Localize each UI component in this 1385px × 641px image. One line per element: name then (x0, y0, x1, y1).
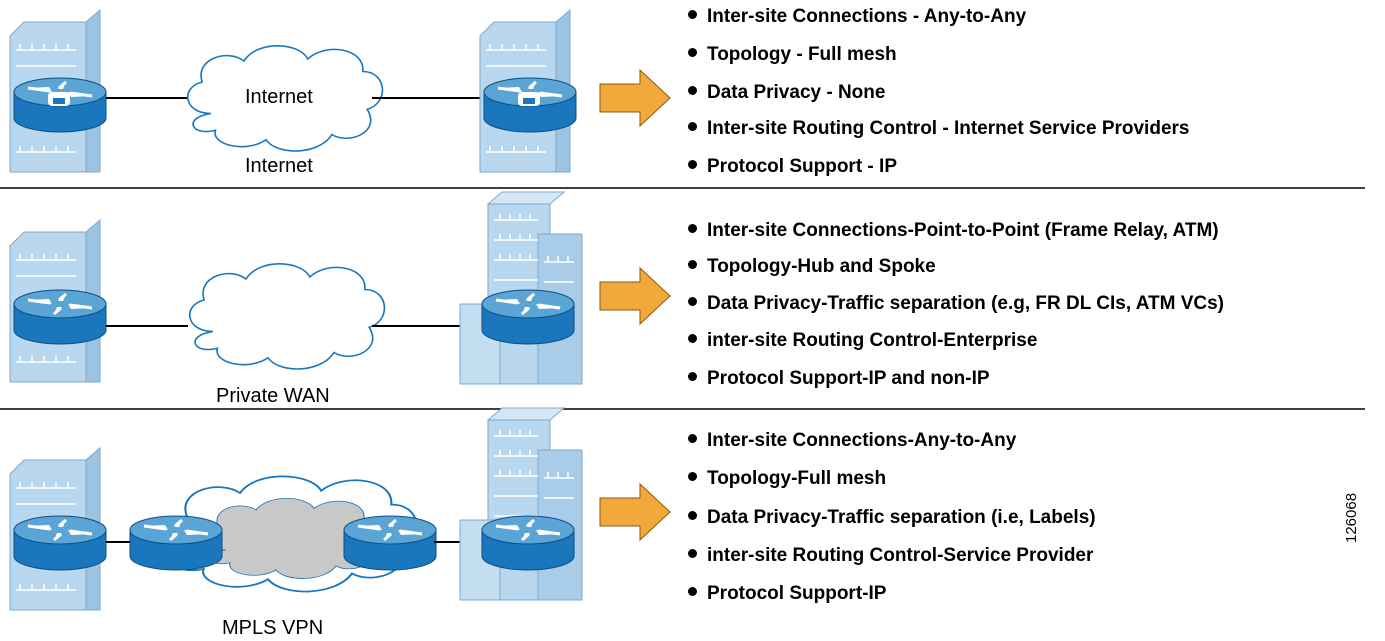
bullet-icon (688, 122, 697, 131)
panel-internet (9, 9, 671, 173)
bullet-item: Inter-site Connections-Any-to-Any (688, 430, 1016, 452)
phone-icon (518, 92, 540, 106)
bullet-icon (688, 372, 697, 381)
bullet-icon (688, 160, 697, 169)
router-icon-left (12, 514, 108, 572)
bullet-item: Data Privacy-Traffic separation (e.g, FR… (688, 293, 1224, 315)
bullet-item: Data Privacy-Traffic separation (i.e, La… (688, 507, 1096, 529)
figure-id: 126068 (1343, 492, 1360, 543)
pe-router-icon-left (128, 514, 224, 572)
cloud-label: Internet (245, 86, 313, 108)
pe-router-icon-right (342, 514, 438, 572)
router-icon-right (480, 514, 576, 572)
bullet-icon (688, 260, 697, 269)
bullet-icon (688, 587, 697, 596)
panel-caption: Internet (245, 155, 313, 177)
panel-caption: MPLS VPN (222, 617, 324, 639)
router-icon-left (12, 288, 108, 346)
bullet-icon (688, 472, 697, 481)
bullet-item: Topology-Hub and Spoke (688, 256, 936, 278)
bullet-icon (688, 297, 697, 306)
bullet-item: inter-site Routing Control-Service Provi… (688, 545, 1093, 567)
bullet-icon (688, 549, 697, 558)
building-cluster-icon (459, 191, 583, 385)
bullet-icon (688, 10, 697, 19)
bullet-icon (688, 224, 697, 233)
cloud-icon (188, 262, 386, 370)
bullet-icon (688, 86, 697, 95)
bullet-item: Topology-Full mesh (688, 468, 886, 490)
bullet-icon (688, 511, 697, 520)
bullet-item: Topology - Full mesh (688, 44, 897, 66)
bullet-item: Data Privacy - None (688, 82, 885, 104)
panel-mpls-vpn (9, 407, 671, 611)
right-arrow-icon (599, 482, 671, 542)
bullet-icon (688, 48, 697, 57)
bullet-icon (688, 334, 697, 343)
bullet-item: Protocol Support - IP (688, 156, 897, 178)
right-arrow-icon (599, 68, 671, 128)
bullet-item: Inter-site Connections-Point-to-Point (F… (688, 220, 1219, 242)
bullet-item: Protocol Support-IP and non-IP (688, 368, 990, 390)
panel-caption: Private WAN (216, 385, 330, 407)
bullet-item: Protocol Support-IP (688, 583, 886, 605)
bullet-item: Inter-site Connections - Any-to-Any (688, 6, 1026, 28)
bullet-item: inter-site Routing Control-Enterprise (688, 330, 1037, 352)
bullet-item: Inter-site Routing Control - Internet Se… (688, 118, 1189, 140)
router-icon-right (480, 288, 576, 346)
bullet-icon (688, 434, 697, 443)
building-cluster-icon (459, 407, 583, 601)
phone-icon (48, 92, 70, 106)
right-arrow-icon (599, 266, 671, 326)
panel-private-wan (9, 191, 671, 385)
